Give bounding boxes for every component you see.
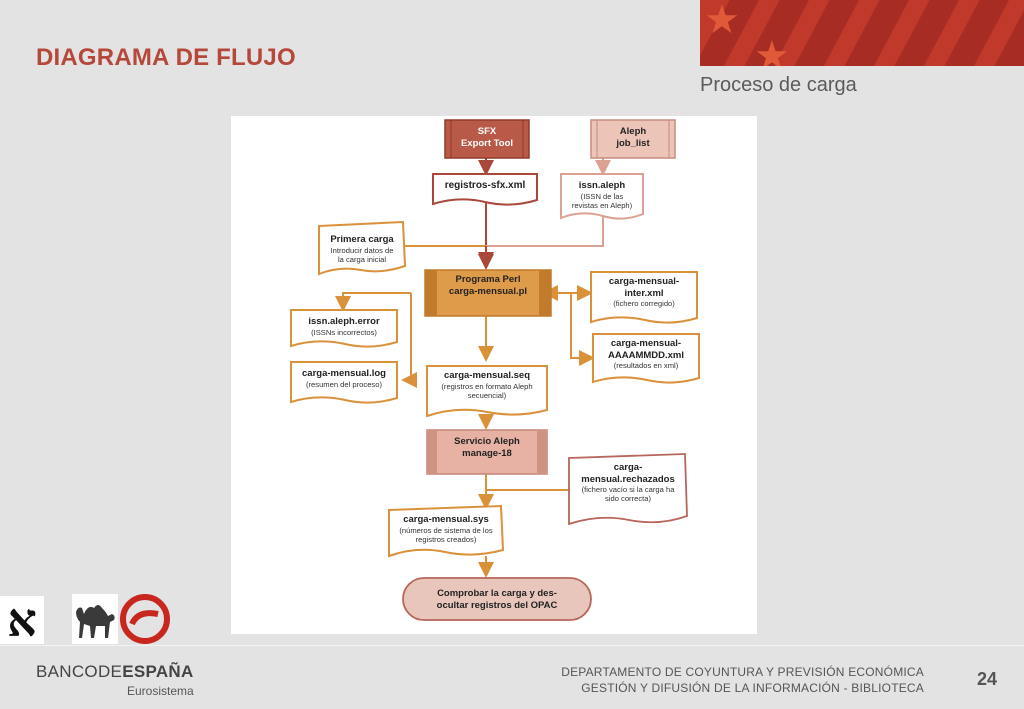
programa-perl-line2: carga-mensual.pl	[448, 285, 528, 297]
primera-carga-title: Primera carga	[330, 234, 394, 245]
comprobar-line1: Comprobar la carga y des-	[437, 588, 557, 599]
primera-carga-label: Primera carga Introducir datos de la car…	[319, 234, 405, 264]
sfx-export-tool-label: SFX Export Tool	[445, 126, 529, 149]
star-icon: ★	[754, 34, 790, 66]
node-registros-sfx-xml	[432, 173, 538, 206]
node-programa-perl	[424, 269, 552, 317]
flow-diagram: SFX Export Tool Aleph job_list registros…	[231, 116, 757, 634]
servicio-aleph-line2: manage-18	[462, 447, 512, 459]
footer-divider	[0, 645, 1024, 646]
aaaammdd-line2: AAAAMMDD.xml	[608, 349, 684, 361]
dept-line1: DEPARTAMENTO DE COYUNTURA Y PREVISIÓN EC…	[561, 665, 924, 679]
aaaammdd-line1: carga-mensual-	[610, 338, 682, 349]
slide-subtitle: Proceso de carga	[700, 74, 857, 96]
sfx-export-line1: SFX	[477, 126, 497, 137]
eurosistema-label: Eurosistema	[127, 684, 194, 698]
issn-aleph-label: issn.aleph (ISSN de las revistas en Alep…	[561, 180, 643, 210]
issn-error-label: issn.aleph.error (ISSNs incorrectos)	[291, 316, 397, 337]
mensual-seq-note1: (registros en formato Aleph	[441, 381, 533, 391]
mensual-log-note: (resumen del proceso)	[306, 379, 382, 389]
registros-sfx-label: registros-sfx.xml	[444, 180, 526, 191]
aaaammdd-note: (resultados en xml)	[613, 361, 679, 371]
mensual-sys-note2: registros creados)	[415, 534, 477, 544]
mensual-seq-note2: secuencial)	[467, 390, 507, 400]
issn-error-note: (ISSNs incorrectos)	[311, 327, 377, 337]
flow-diagram-shapes	[290, 119, 700, 621]
aleph-job-list-label: Aleph job_list	[591, 126, 675, 149]
aleph-job-line2: job_list	[616, 137, 650, 149]
mensual-seq-title: carga-mensual.seq	[443, 370, 531, 381]
comprobar-label: Comprobar la carga y des- ocultar regist…	[403, 588, 591, 611]
decorative-flag-image: ★ ★	[700, 0, 1024, 66]
sfx-logo-icon	[120, 594, 170, 644]
inter-xml-label: carga-mensual- inter.xml (fichero correg…	[591, 276, 697, 308]
page-number: 24	[977, 669, 998, 689]
node-carga-mensual-aaaammdd-xml	[592, 333, 700, 384]
node-carga-mensual-log	[290, 361, 398, 404]
programa-perl-label: Programa Perl carga-mensual.pl	[437, 274, 539, 297]
node-aleph-job-list	[590, 119, 676, 159]
rechazados-label: carga- mensual.rechazados (fichero vacío…	[569, 462, 687, 504]
primera-carga-note2: la carga inicial	[337, 254, 387, 264]
aleph-job-line1: Aleph	[619, 126, 647, 137]
node-issn-aleph	[560, 173, 644, 220]
servicio-aleph-label: Servicio Aleph manage-18	[437, 436, 537, 459]
slide-title: DIAGRAMA DE FLUJO	[36, 44, 296, 71]
bank-part1: BANCO	[36, 662, 98, 681]
star-icon: ★	[704, 0, 740, 42]
mensual-log-title: carga-mensual.log	[302, 368, 386, 379]
rechazados-line1: carga-	[613, 462, 643, 473]
rechazados-note1: (fichero vacío si la carga ha	[581, 485, 675, 495]
servicio-aleph-line1: Servicio Aleph	[454, 436, 520, 447]
inter-xml-line2: inter.xml	[624, 287, 664, 299]
inter-xml-line1: carga-mensual-	[608, 276, 680, 287]
department-info: DEPARTAMENTO DE COYUNTURA Y PREVISIÓN EC…	[561, 664, 924, 696]
mensual-seq-label: carga-mensual.seq (registros en formato …	[427, 370, 547, 400]
bank-part2: DE	[97, 662, 123, 681]
sfx-export-line2: Export Tool	[460, 137, 514, 149]
perl-camel-icon	[72, 594, 118, 644]
node-issn-aleph-error	[290, 309, 398, 348]
aleph-logo: א	[0, 596, 44, 644]
mensual-sys-label: carga-mensual.sys (números de sistema de…	[389, 514, 503, 544]
node-comprobar-carga	[402, 577, 592, 621]
mensual-sys-note1: (números de sistema de los	[399, 525, 493, 535]
node-carga-mensual-rechazados	[568, 453, 688, 526]
node-primera-carga	[318, 220, 407, 276]
primera-carga-note1: Introducir datos de	[330, 245, 394, 255]
mensual-log-label: carga-mensual.log (resumen del proceso)	[291, 368, 397, 389]
bank-part3: ESPAÑA	[122, 662, 194, 681]
node-carga-mensual-seq	[426, 365, 548, 418]
inter-xml-note: (fichero corregido)	[613, 299, 675, 309]
rechazados-line2: mensual.rechazados	[581, 473, 675, 485]
programa-perl-line1: Programa Perl	[455, 274, 521, 285]
issn-aleph-note2: revistas en Aleph)	[571, 200, 633, 210]
issn-error-title: issn.aleph.error	[308, 316, 380, 327]
rechazados-note2: sido correcta)	[604, 494, 651, 504]
node-carga-mensual-sys	[388, 504, 505, 558]
comprobar-line2: ocultar registros del OPAC	[436, 599, 558, 611]
node-servicio-aleph	[426, 429, 548, 475]
node-sfx-export-tool	[444, 119, 530, 159]
mensual-sys-title: carga-mensual.sys	[403, 514, 489, 525]
aaaammdd-xml-label: carga-mensual- AAAAMMDD.xml (resultados …	[593, 338, 699, 370]
node-carga-mensual-inter-xml	[590, 271, 698, 324]
issn-aleph-note1: (ISSN de las	[580, 191, 624, 201]
dept-line2: GESTIÓN Y DIFUSIÓN DE LA INFORMACIÓN - B…	[581, 681, 924, 695]
banco-de-espana-logo: BANCODEESPAÑA	[36, 662, 194, 682]
issn-aleph-title: issn.aleph	[578, 180, 626, 191]
